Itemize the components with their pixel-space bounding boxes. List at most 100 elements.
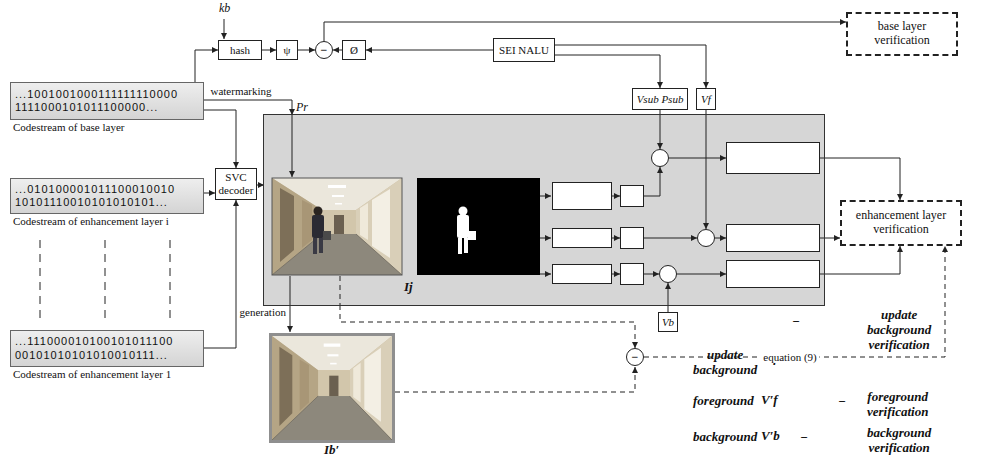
arrow-connector: [644, 238, 697, 239]
mask-body: [457, 215, 469, 238]
process-box: background: [552, 264, 612, 284]
dashed-connector: [644, 246, 945, 357]
arrow-connector: [644, 167, 660, 196]
arrow-connector: [555, 45, 706, 88]
person-body: [312, 215, 324, 238]
generation-arrow: [290, 276, 291, 332]
arrow-connector: [257, 185, 264, 186]
key-arrow: [224, 19, 225, 39]
node-text: background verification: [867, 426, 931, 456]
sei-nalu-box: SEI NALU: [493, 38, 555, 62]
node-text: update background: [693, 348, 757, 378]
minus-circle: −: [659, 265, 677, 283]
arrow-connector: [204, 200, 236, 348]
ellipsis-line: [170, 240, 171, 318]
processing-panel: Ij−update backgroundV′fupdate background…: [264, 115, 824, 305]
walking-person: [312, 207, 331, 255]
key-label: kb: [219, 2, 230, 15]
node-text: Ij: [404, 280, 413, 295]
node-text: Vf: [701, 93, 711, 106]
node-text: background: [693, 430, 757, 445]
verification-box: background verification: [726, 260, 820, 288]
node-text: foreground: [693, 394, 754, 409]
edge-label: equation (9): [760, 351, 819, 363]
person-head: [314, 207, 323, 216]
verification-box: base layer verification: [846, 12, 958, 56]
edge-label: watermarking: [207, 85, 274, 97]
node-text: Ø: [350, 44, 358, 57]
codestream-box: ...111000010100101011100 001010101010100…: [10, 330, 204, 367]
mask-leg: [458, 238, 462, 254]
arrow-connector: [820, 238, 840, 239]
codestream-caption: Codestream of base layer: [13, 121, 124, 134]
person-leg: [319, 238, 323, 253]
node-text: hash: [230, 44, 250, 57]
phi-box: Ø: [342, 40, 366, 60]
image-frame: [272, 178, 402, 275]
node-text: update background verification: [867, 308, 931, 353]
node-text: −: [800, 431, 808, 444]
vector-box: Vb: [658, 312, 678, 332]
codestream-box: ...010100001011100010010 101011100101010…: [10, 178, 204, 214]
vector-box: Vsub Psub: [632, 88, 688, 110]
person-bag: [323, 231, 331, 240]
mask-silhouette: [457, 207, 476, 255]
pattern-label: Pr: [296, 101, 308, 114]
arrow-connector: [677, 274, 726, 275]
node-text: V′b: [761, 429, 780, 444]
node-text: −: [838, 395, 846, 408]
background-image-frame: [269, 333, 395, 443]
arrow-connector: [715, 238, 726, 239]
watermark-arrow: [292, 115, 293, 177]
bit-string: ...111000010100101011100 001010101010100…: [15, 335, 199, 361]
dashed-wire: [340, 276, 341, 305]
verification-box: foreground verification: [726, 224, 820, 252]
dashed-connector: [340, 305, 635, 348]
arrow-connector: [366, 50, 493, 51]
node-text: SVC decoder: [218, 171, 254, 196]
arrow-connector: [706, 110, 707, 229]
arrow-connector: [660, 110, 661, 149]
arrow-connector: [298, 50, 315, 51]
minus-circle: −: [651, 149, 669, 167]
psi-box: ψ: [276, 40, 298, 60]
ellipsis-line: [105, 240, 106, 318]
arrow-connector: [555, 55, 660, 88]
arrow-connector: [204, 100, 292, 115]
codestream-caption: Codestream of enhancement layer 1: [13, 368, 171, 381]
vector-box: V′f: [620, 227, 644, 249]
dashed-wire: [395, 367, 635, 392]
corridor-frame: [272, 178, 402, 275]
arrow-connector: [669, 158, 726, 159]
node-text: −: [321, 44, 328, 56]
arrow-connector: [820, 246, 900, 274]
codestream-box: ...1001001000111111110000 11110001010111…: [10, 82, 204, 120]
arrow-connector: [668, 283, 669, 312]
foreground-mask: [417, 178, 540, 275]
image-label: Ib′: [324, 443, 339, 457]
node-text: V′f: [761, 393, 778, 408]
minus-circle: −: [315, 41, 333, 59]
node-text: −: [792, 315, 800, 328]
verification-box: update background verification: [726, 142, 820, 174]
step-label: generation: [240, 306, 286, 318]
arrow-connector: [333, 50, 342, 51]
mask-leg: [464, 238, 468, 253]
arrow-connector: [262, 50, 276, 51]
minus-circle: −: [626, 348, 644, 366]
minus-circle: −: [697, 229, 715, 247]
node-text: −: [632, 351, 639, 363]
node-text: SEI NALU: [499, 44, 549, 57]
mask-arrow: [540, 238, 551, 239]
decoder-box: SVC decoder: [215, 168, 257, 200]
node-text: foreground verification: [867, 390, 928, 420]
node-text: enhancement layer verification: [846, 209, 956, 237]
arrow-connector: [612, 274, 620, 275]
mask-head: [459, 207, 468, 216]
arrow-connector: [820, 158, 900, 200]
panel-ground: [264, 115, 824, 305]
arrow-connector: [324, 22, 846, 41]
node-text: ψ: [284, 44, 291, 57]
arrow-connector: [612, 238, 620, 239]
